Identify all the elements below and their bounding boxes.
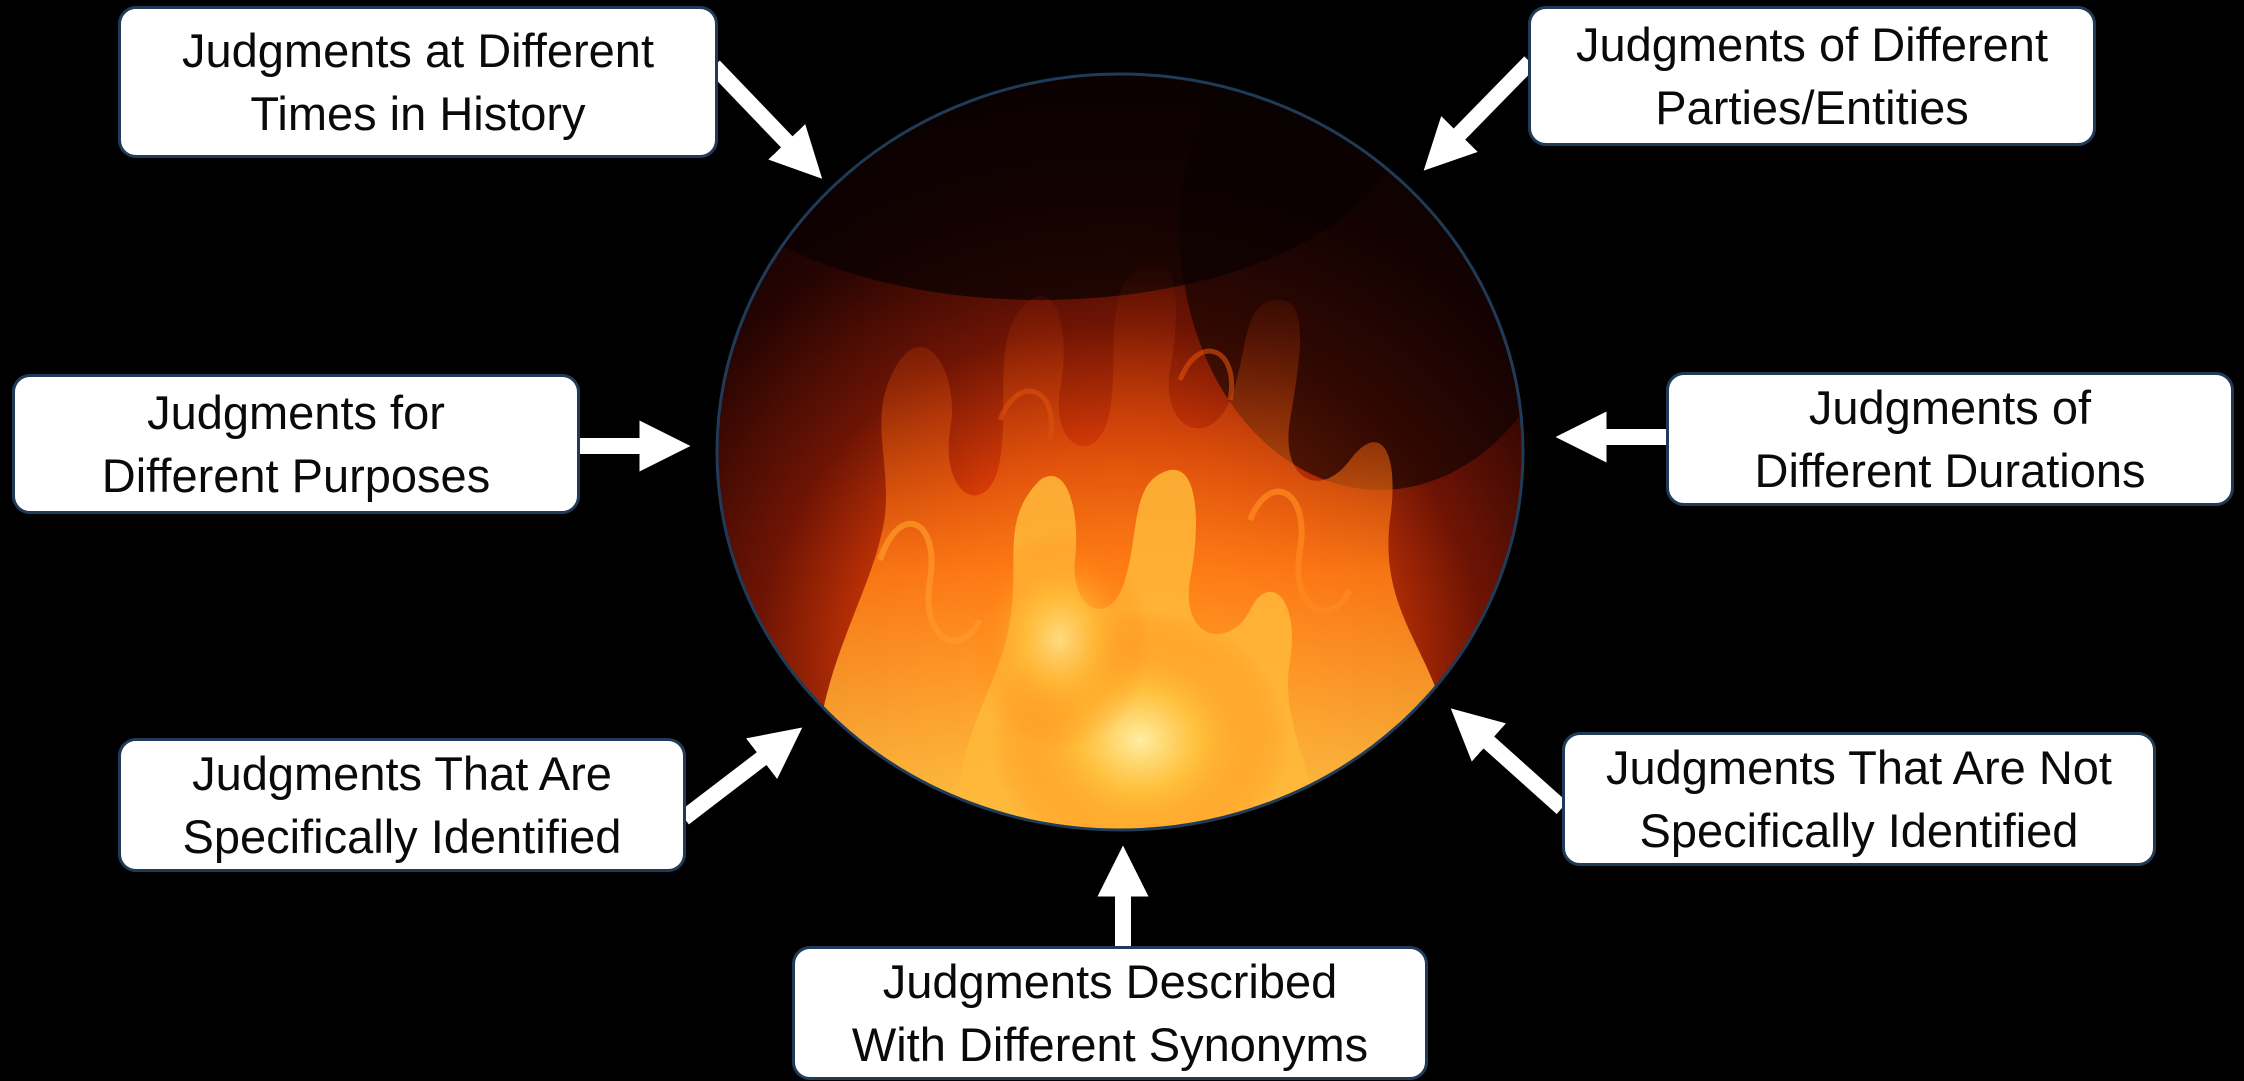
arrow-top-right (1438, 62, 1530, 156)
label-bottom-left-line1: Judgments That Are (183, 742, 622, 805)
arrow-bottom-right (1466, 722, 1562, 808)
label-top-left-line1: Judgments at Different (182, 19, 654, 82)
arrow-bottom-left (684, 740, 786, 818)
label-bottom-right: Judgments That Are Not Specifically Iden… (1562, 732, 2156, 866)
label-middle-right: Judgments of Different Durations (1666, 372, 2234, 506)
label-bottom-right-line1: Judgments That Are Not (1606, 736, 2112, 799)
arrow-top-left (714, 66, 808, 164)
label-middle-left-line2: Different Purposes (102, 444, 490, 507)
label-middle-right-line1: Judgments of (1755, 376, 2146, 439)
label-middle-left-line1: Judgments for (102, 381, 490, 444)
label-top-right: Judgments of Different Parties/Entities (1528, 6, 2096, 146)
label-bottom-line2: With Different Synonyms (852, 1013, 1368, 1076)
label-top-right-line1: Judgments of Different (1576, 13, 2048, 76)
label-bottom-left-line2: Specifically Identified (183, 805, 622, 868)
fire-flames-image (680, 0, 1580, 870)
label-top-right-line2: Parties/Entities (1576, 76, 2048, 139)
label-bottom-right-line2: Specifically Identified (1606, 799, 2112, 862)
label-bottom-line1: Judgments Described (852, 950, 1368, 1013)
label-top-left: Judgments at Different Times in History (118, 6, 718, 158)
label-top-left-line2: Times in History (182, 82, 654, 145)
label-bottom: Judgments Described With Different Synon… (792, 946, 1428, 1080)
label-bottom-left: Judgments That Are Specifically Identifi… (118, 738, 686, 872)
label-middle-left: Judgments for Different Purposes (12, 374, 580, 514)
label-middle-right-line2: Different Durations (1755, 439, 2146, 502)
